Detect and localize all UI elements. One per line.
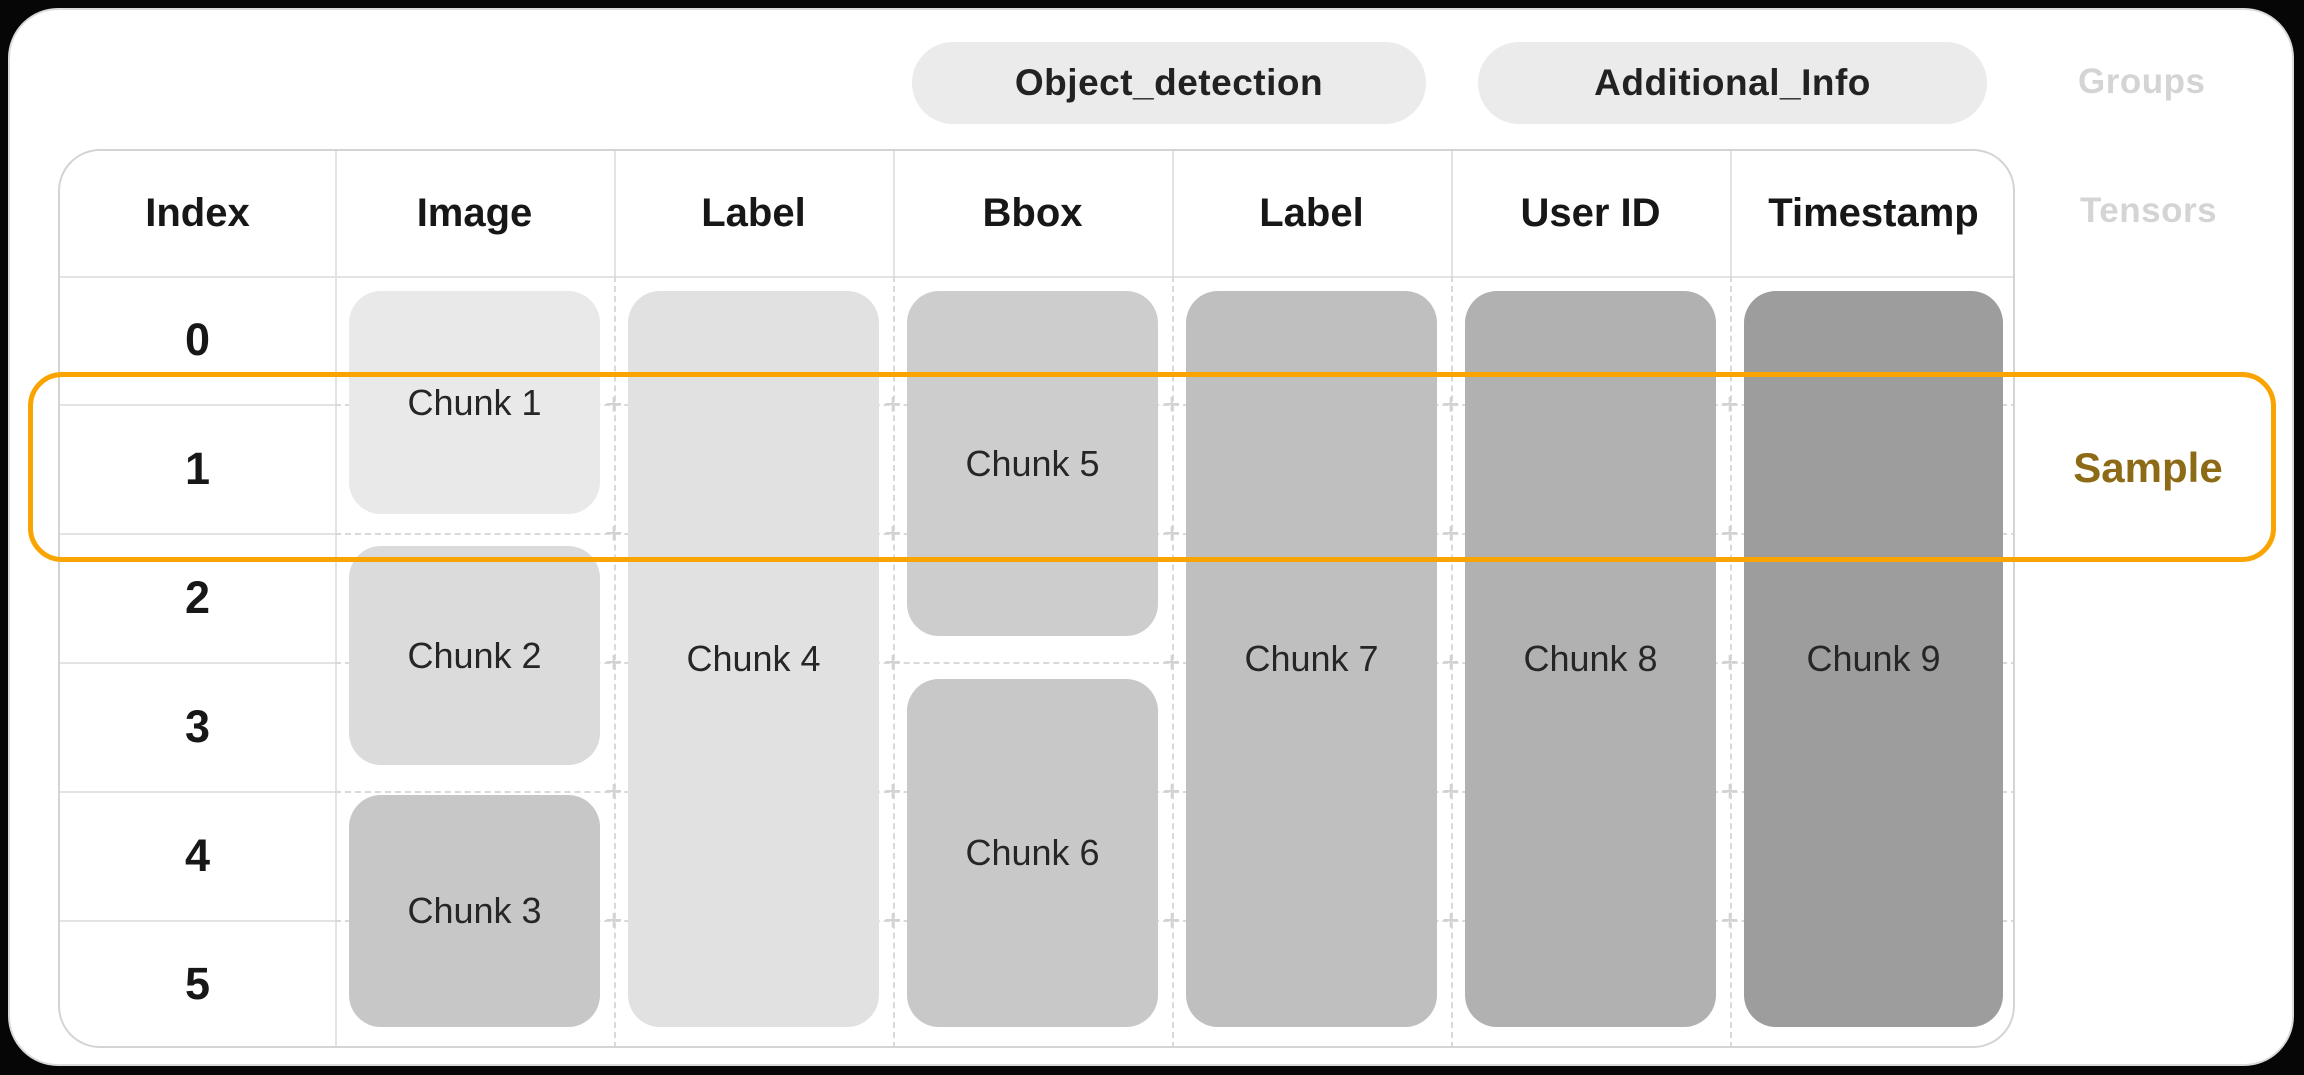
index-cell-2: 2 [184, 571, 211, 623]
gridline-horizontal [335, 920, 2013, 922]
tensors-caption: Tensors [2080, 191, 2218, 230]
grid-intersection-tick: + [1721, 646, 1739, 679]
gridline-horizontal [335, 404, 2013, 406]
index-cell-4: 4 [184, 829, 211, 881]
row-divider [60, 533, 335, 535]
chunk-block-4: Chunk 4 [628, 291, 879, 1027]
row-divider [60, 404, 335, 406]
index-column-border [335, 276, 337, 1046]
chunk-block-7: Chunk 7 [1186, 291, 1437, 1027]
column-header-image: Image [416, 191, 533, 235]
grid-intersection-tick: + [605, 388, 623, 421]
grid-intersection-tick: + [1163, 646, 1181, 679]
row-divider [60, 662, 335, 664]
chunk-block-5: Chunk 5 [907, 291, 1158, 636]
grid-intersection-tick: + [1442, 517, 1460, 550]
grid-intersection-tick: + [884, 904, 902, 937]
grid-intersection-tick: + [605, 775, 623, 808]
dataset-card: Object_detection Additional_Info Groups … [8, 8, 2294, 1066]
row-divider [60, 920, 335, 922]
grid-intersection-tick: + [884, 646, 902, 679]
column-header-user-id: User ID [1520, 191, 1661, 235]
sample-label: Sample [2073, 444, 2223, 491]
column-header-timestamp: Timestamp [1768, 191, 1979, 235]
chunk-block-8: Chunk 8 [1465, 291, 1716, 1027]
column-header-label-2: Label [1259, 191, 1364, 235]
gridline-vertical [893, 276, 895, 1046]
gridline-horizontal [335, 533, 2013, 535]
grid-intersection-tick: + [1442, 388, 1460, 421]
group-pill-additional-info[interactable]: Additional_Info [1478, 42, 1987, 124]
chunk-block-1: Chunk 1 [349, 291, 600, 514]
grid-intersection-tick: + [1721, 517, 1739, 550]
grid-intersection-tick: + [605, 517, 623, 550]
grid-intersection-tick: + [1163, 904, 1181, 937]
chunk-block-2: Chunk 2 [349, 546, 600, 765]
gridline-horizontal [335, 662, 2013, 664]
grid-intersection-tick: + [1163, 388, 1181, 421]
gridline-vertical [1451, 276, 1453, 1046]
column-header-label-1: Label [701, 191, 806, 235]
header-divider [1172, 151, 1174, 276]
grid-intersection-tick: + [1442, 904, 1460, 937]
grid-intersection-tick: + [605, 646, 623, 679]
gridline-vertical [1172, 276, 1174, 1046]
grid-intersection-tick: + [605, 904, 623, 937]
column-header-index: Index [145, 191, 250, 235]
grid-intersection-tick: + [1163, 517, 1181, 550]
index-cell-3: 3 [184, 700, 211, 752]
header-bottom-border [60, 276, 2013, 278]
gridline-vertical [1730, 276, 1732, 1046]
index-cell-1: 1 [184, 442, 211, 494]
groups-caption: Groups [2078, 62, 2206, 101]
header-divider [335, 151, 337, 276]
column-header-bbox: Bbox [982, 191, 1083, 235]
row-divider [60, 791, 335, 793]
grid-intersection-tick: + [1163, 775, 1181, 808]
grid-intersection-tick: + [1442, 775, 1460, 808]
index-cell-5: 5 [184, 958, 211, 1009]
header-divider [893, 151, 895, 276]
header-divider [1730, 151, 1732, 276]
gridline-vertical [614, 276, 616, 1046]
chunk-block-9: Chunk 9 [1744, 291, 2003, 1027]
chunk-block-3: Chunk 3 [349, 795, 600, 1027]
grid-intersection-tick: + [1442, 646, 1460, 679]
grid-intersection-tick: + [884, 775, 902, 808]
grid-intersection-tick: + [1721, 904, 1739, 937]
index-cell-0: 0 [184, 314, 211, 365]
tensor-table: Index Image Label Bbox Label User ID Tim… [58, 149, 2015, 1048]
header-divider [614, 151, 616, 276]
chunk-block-6: Chunk 6 [907, 679, 1158, 1027]
group-pill-object-detection[interactable]: Object_detection [912, 42, 1426, 124]
header-divider [1451, 151, 1453, 276]
gridline-horizontal [335, 791, 2013, 793]
grid-intersection-tick: + [1721, 775, 1739, 808]
grid-intersection-tick: + [1721, 388, 1739, 421]
grid-intersection-tick: + [884, 388, 902, 421]
grid-intersection-tick: + [884, 517, 902, 550]
